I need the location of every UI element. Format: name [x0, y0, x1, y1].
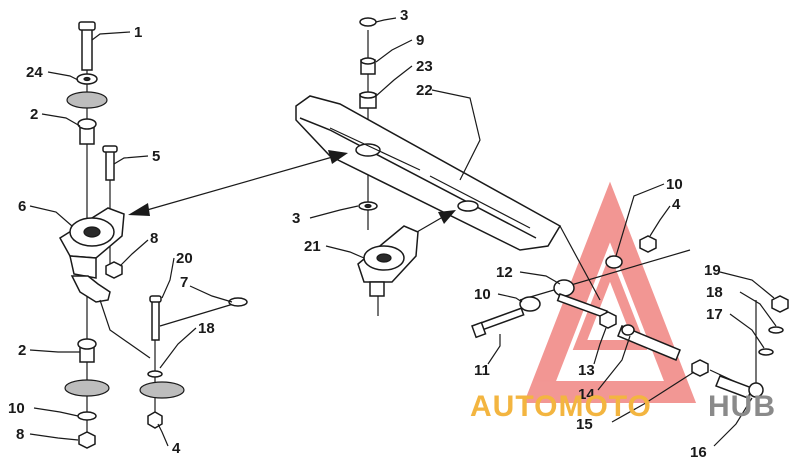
callout-16: 16 — [690, 444, 707, 461]
linkage-assembly — [471, 225, 789, 399]
callout-21: 21 — [304, 238, 321, 255]
callout-22: 22 — [416, 82, 433, 99]
center-mount — [357, 225, 419, 316]
watermark-part-a: AUTOMOTO — [470, 390, 652, 423]
callout-3-top: 3 — [400, 7, 408, 24]
callout-14: 14 — [578, 386, 595, 403]
callout-6: 6 — [18, 198, 26, 215]
callout-1: 1 — [134, 24, 142, 41]
callout-18-right: 18 — [706, 284, 723, 301]
callout-4-right: 4 — [672, 196, 681, 213]
callout-15: 15 — [576, 416, 593, 433]
callout-12: 12 — [496, 264, 513, 281]
bolt-and-cable-group — [99, 295, 248, 429]
callout-11: 11 — [474, 362, 490, 379]
leader-lines — [29, 17, 777, 447]
callout-23: 23 — [416, 58, 433, 75]
callout-17: 17 — [706, 306, 723, 323]
callout-8-top: 8 — [150, 230, 158, 247]
callout-4-left: 4 — [172, 440, 181, 457]
left-mount-assembly — [58, 21, 125, 449]
callout-10-mid: 10 — [474, 286, 491, 303]
callout-2-top: 2 — [30, 106, 38, 123]
watermark-part-b: HUB — [708, 390, 776, 423]
direction-arrow — [128, 150, 456, 237]
callout-18-left: 18 — [198, 320, 215, 337]
callout-5: 5 — [152, 148, 160, 165]
crossmember — [295, 95, 562, 251]
callout-24: 24 — [26, 64, 43, 81]
callout-3-middle: 3 — [292, 210, 300, 227]
callout-7: 7 — [180, 274, 188, 291]
callout-13: 13 — [578, 362, 595, 379]
callout-19: 19 — [704, 262, 721, 279]
watermark-text: AUTOMOTO HUB — [470, 390, 776, 423]
callout-2-bottom: 2 — [18, 342, 26, 359]
callout-20: 20 — [176, 250, 193, 267]
callout-8-bottom: 8 — [16, 426, 24, 443]
callout-9: 9 — [416, 32, 424, 49]
callout-10-right: 10 — [666, 176, 683, 193]
callout-labels: 1 24 2 5 6 8 20 7 18 2 10 8 4 3 9 23 22 … — [8, 7, 723, 461]
callout-10-left: 10 — [8, 400, 25, 417]
